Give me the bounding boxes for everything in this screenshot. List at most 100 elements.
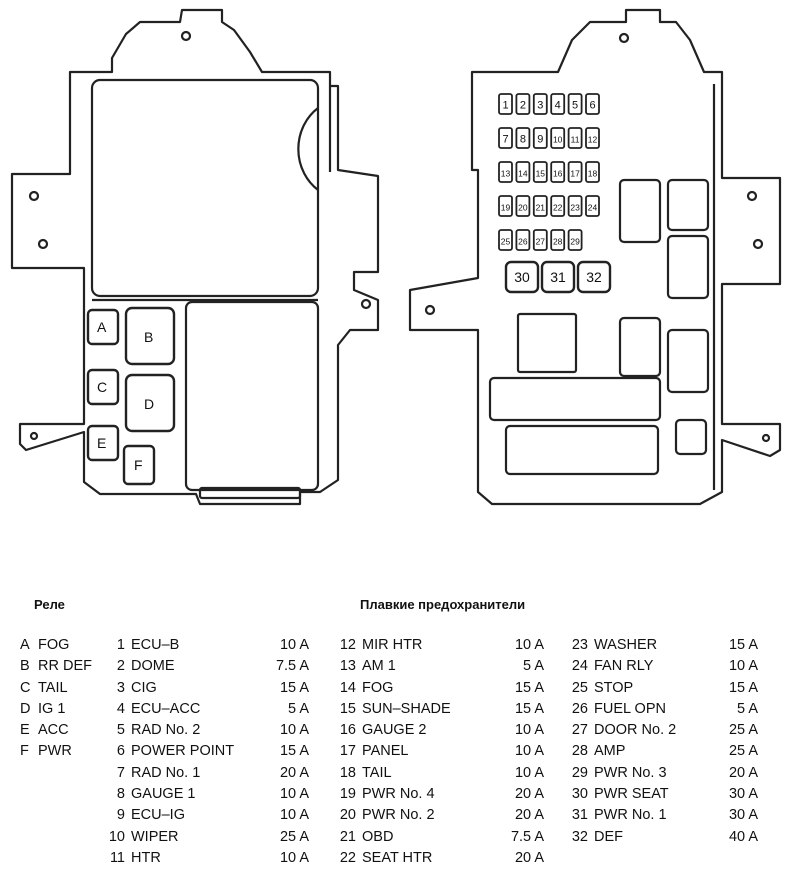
fuse-number: 28 [571, 743, 588, 760]
fuse-14-label: 14 [518, 169, 528, 179]
fuse-name: PWR SEAT [594, 786, 669, 803]
fuse-amperage: 15 A [514, 679, 544, 696]
fuse-12 [585, 127, 600, 149]
fuse-name: DOME [131, 658, 175, 675]
fuse-amperage: 7.5 A [510, 828, 544, 845]
fuse-number: 12 [339, 637, 356, 653]
right-mount-hole-a [746, 190, 758, 202]
right-mount-hole-tab [618, 32, 630, 44]
fuse-10 [550, 127, 566, 149]
fuse-number: 10 [108, 828, 125, 845]
relay-name: ACC [38, 722, 69, 739]
fuse-number: 17 [339, 743, 356, 760]
socket-8 [504, 424, 660, 476]
fuse-number: 18 [339, 764, 356, 781]
fuse-number: 11 [109, 849, 125, 866]
socket-7 [488, 376, 662, 422]
fuse-11-label: 11 [571, 135, 580, 145]
fuse-number: 32 [571, 828, 588, 845]
fuse-number: 26 [571, 700, 588, 717]
fuse-amperage: 25 A [728, 722, 758, 739]
relay-legend-item: C TAIL [20, 678, 120, 699]
fuse-amperage: 20 A [279, 764, 309, 781]
fuse-number: 23 [571, 637, 588, 653]
fuse-amperage: 5 A [523, 658, 544, 675]
fuse-7 [498, 127, 513, 149]
fuse-number: 25 [571, 679, 588, 696]
right-mount-hole-left [424, 304, 436, 316]
fuse-30 [504, 260, 540, 294]
fuse-amperage: 10 A [279, 722, 309, 739]
fuse-8-label: 8 [520, 134, 526, 146]
fuse-number: 22 [339, 849, 356, 866]
fuse-19 [498, 195, 513, 217]
fuse-name: SEAT HTR [362, 849, 433, 866]
fuse-amperage: 10 A [514, 764, 544, 781]
fuse-24 [585, 195, 600, 217]
fuse-number: 3 [116, 679, 125, 696]
relay-b [124, 306, 176, 366]
relay-name: TAIL [38, 679, 68, 696]
fuse-amperage: 15 A [728, 679, 758, 696]
relay-name: RR DEF [38, 658, 92, 675]
fuse-number: 29 [571, 764, 588, 781]
fuse-name: PANEL [362, 743, 409, 760]
fuse-22 [550, 195, 566, 217]
fuse-16-label: 16 [553, 169, 563, 179]
fuse-name: DOOR No. 2 [594, 722, 677, 739]
fuse-23-label: 23 [570, 203, 580, 213]
fuse-27 [532, 229, 548, 251]
relay-key: E [20, 722, 30, 739]
fuse-name: PWR No. 3 [594, 764, 667, 781]
fuse-30-label: 30 [514, 269, 530, 285]
fuse-29-label: 29 [570, 237, 580, 247]
relay-d [124, 373, 176, 433]
fuse-amperage: 20 A [514, 786, 544, 803]
fuse-13-label: 13 [501, 169, 511, 179]
fuse-14 [515, 161, 531, 183]
fuse-name: GAUGE 2 [362, 722, 427, 739]
fuse-number: 1 [116, 637, 125, 653]
fuse-15-label: 15 [536, 169, 546, 179]
relay-key: B [20, 658, 30, 675]
fuse-amperage: 15 A [279, 743, 309, 760]
fuse-6 [585, 93, 600, 115]
fuse-amperage: 30 A [728, 786, 758, 803]
fuse-name: WIPER [131, 828, 179, 845]
fuse-27-label: 27 [536, 237, 546, 247]
relay-name: PWR [38, 743, 72, 760]
fuse-number: 19 [339, 786, 356, 803]
fuse-24-label: 24 [588, 203, 598, 213]
fuse-26-label: 26 [518, 237, 528, 247]
relay-c-label: C [97, 379, 107, 395]
relay-key: C [20, 679, 31, 696]
relay-a [86, 308, 120, 346]
relay-e [86, 424, 120, 462]
fuse-name: FUEL OPN [594, 700, 666, 717]
fuse-8 [515, 127, 531, 149]
relay-d-label: D [144, 396, 154, 412]
fuse-amperage: 10 A [279, 807, 309, 824]
right-box-outline [408, 8, 782, 506]
fuse-amperage: 15 A [728, 637, 758, 653]
relay-key: A [20, 637, 30, 653]
relay-key: D [20, 700, 31, 717]
fuse-name: ECU–IG [131, 807, 185, 824]
fuse-18-label: 18 [588, 169, 598, 179]
left-mount-hole-right [360, 298, 372, 310]
